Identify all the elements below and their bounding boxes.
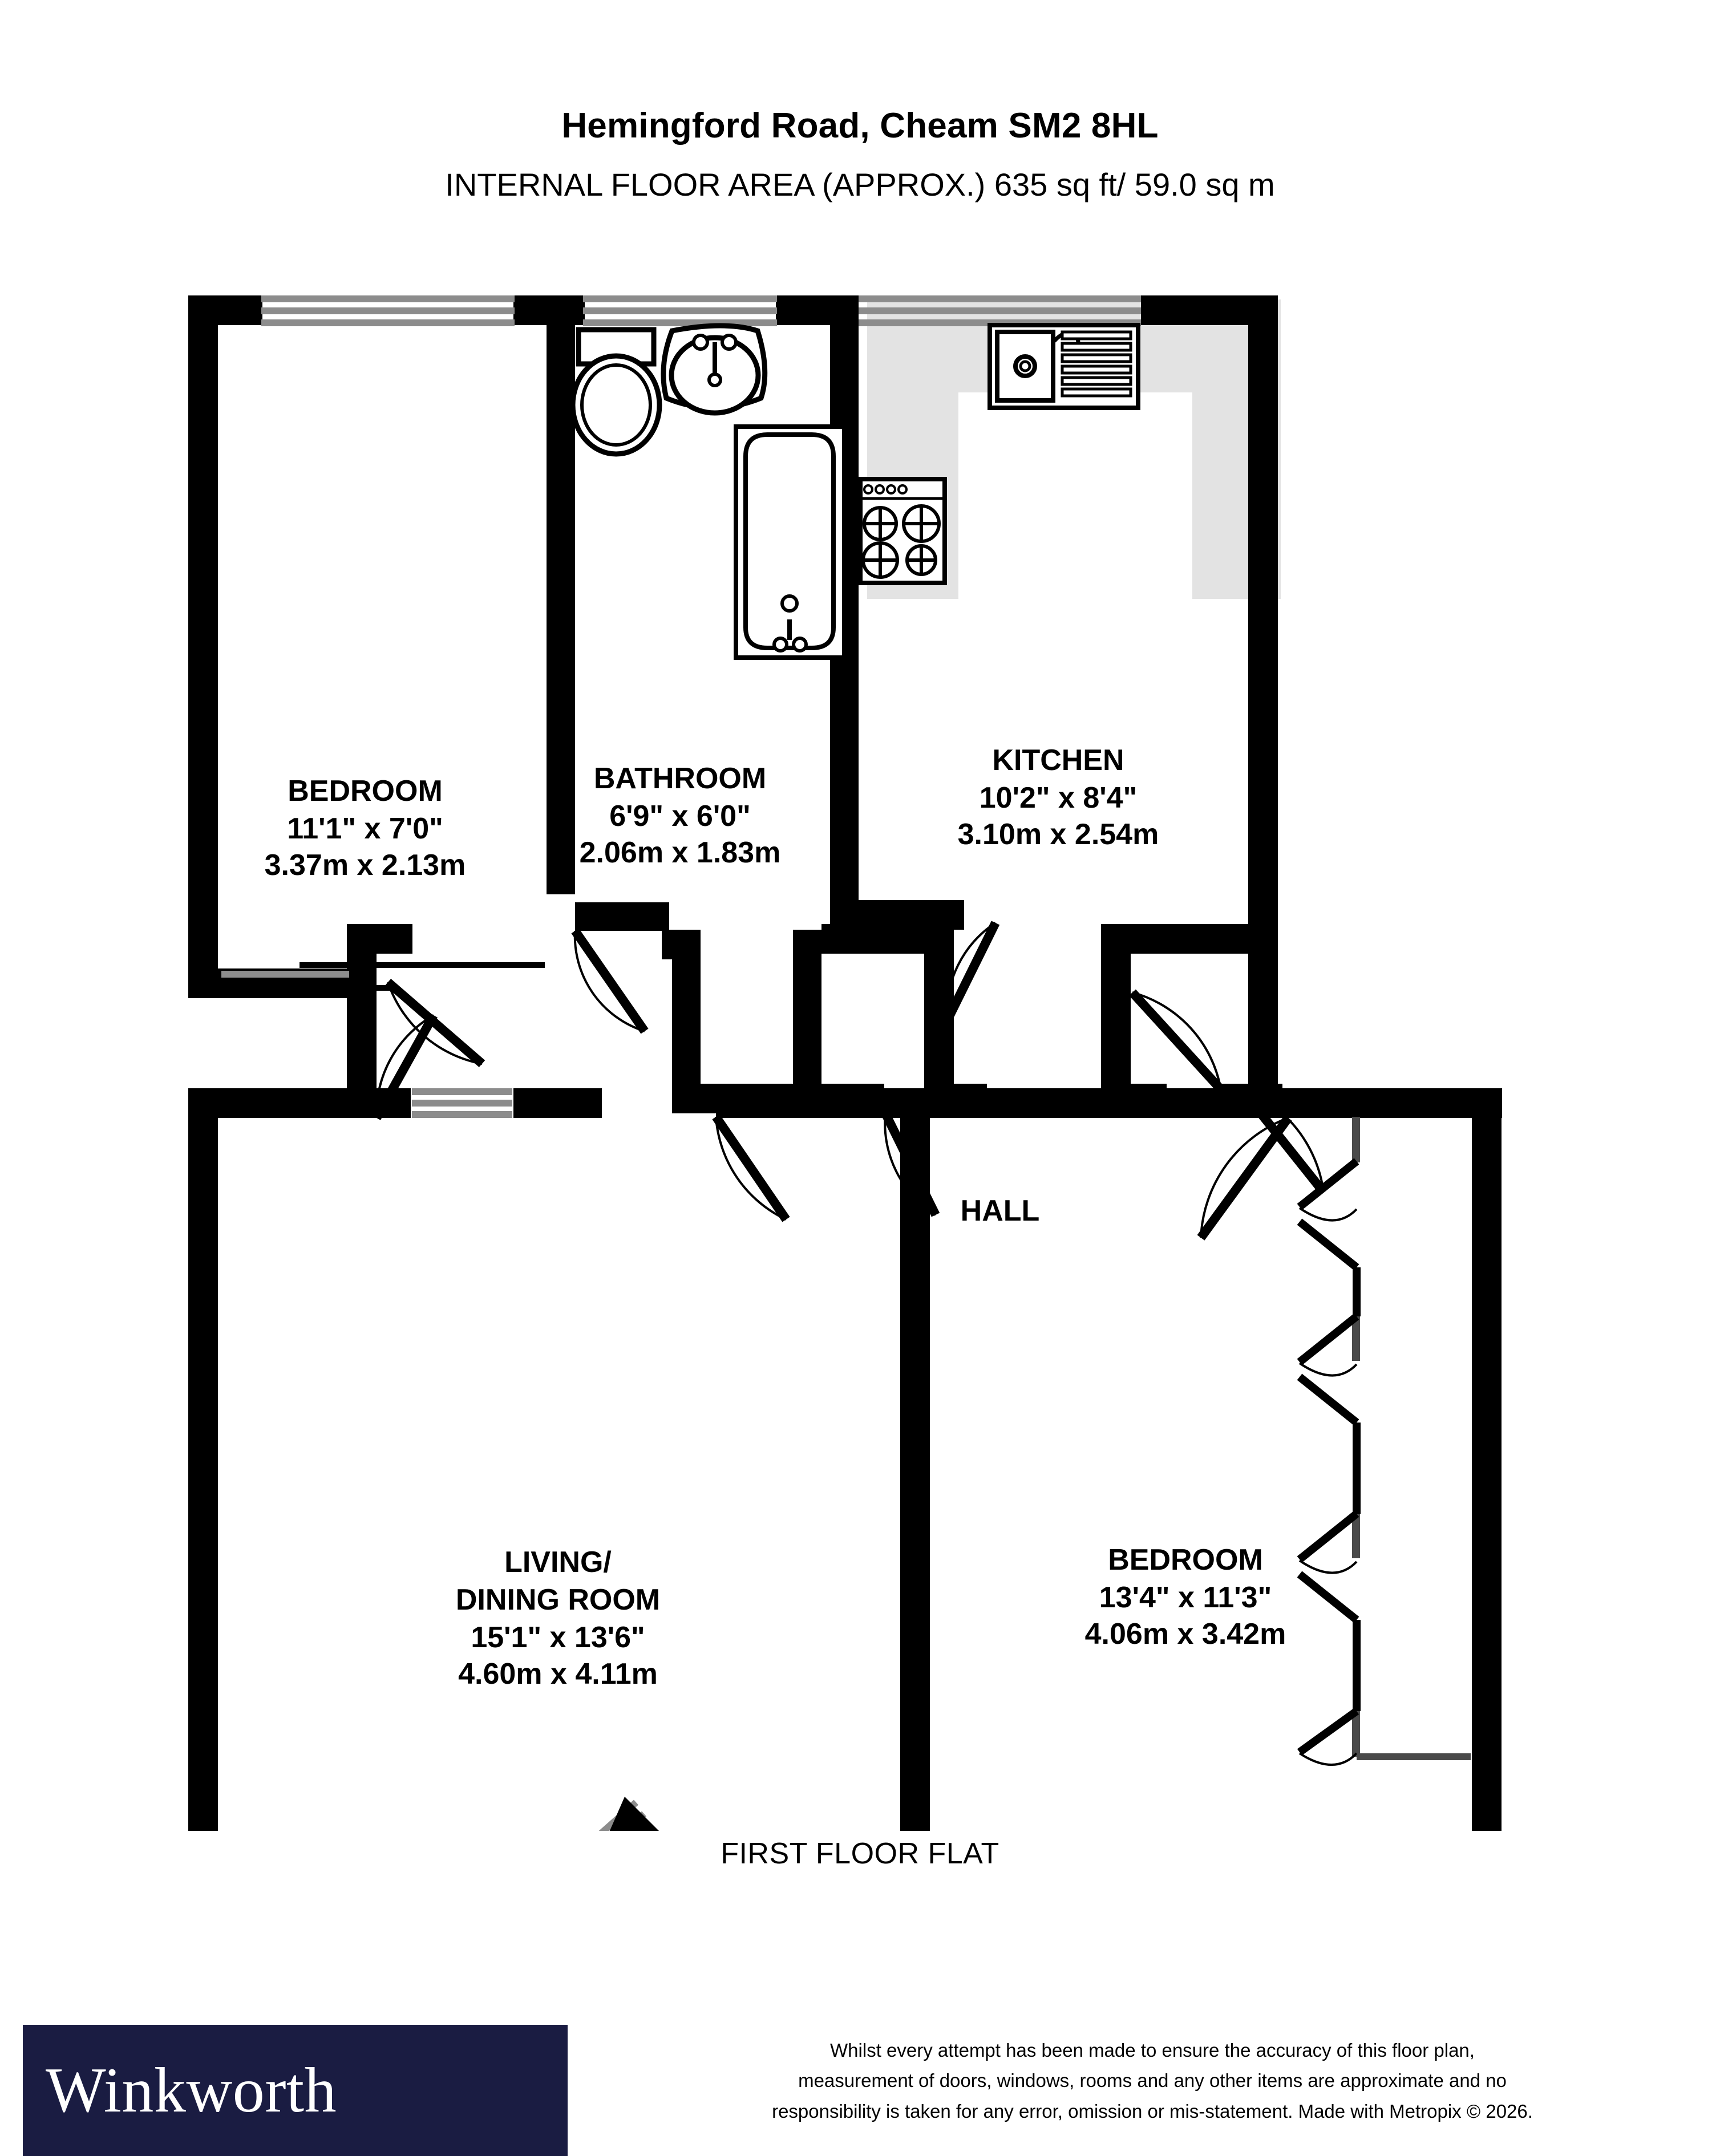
toilet-fixture [570,327,662,457]
winkworth-logo: Winkworth [23,2025,568,2156]
room-label-kitchen: KITCHEN 10'2" x 8'4" 3.10m x 2.54m [958,744,1159,851]
door-hall-cupboard-left [881,1111,940,1217]
room-name-living-line-2: DINING ROOM [456,1583,660,1616]
room-imperial-bedroom-2: 13'4" x 11'3" [1099,1581,1272,1614]
wall-structure [188,295,1502,1831]
floor-caption: FIRST FLOOR FLAT [721,1837,999,1870]
room-metric-bedroom-2: 4.06m x 3.42m [1085,1618,1286,1651]
floor-plan-drawing: BEDROOM 11'1" x 7'0" 3.37m x 2.13m BATHR… [0,268,1720,1831]
room-metric-bathroom: 2.06m x 1.83m [580,836,781,869]
disclaimer-line-3: responsibility is taken for any error, o… [772,2100,1533,2122]
room-label-living-dining-room: LIVING/ DINING ROOM 15'1" x 13'6" 4.60m … [456,1546,660,1691]
door-group [373,921,1328,1241]
room-name-hall: HALL [961,1194,1040,1227]
room-label-hall: HALL [961,1194,1040,1227]
window-hall-left [412,1088,512,1118]
disclaimer-line-1: Whilst every attempt has been made to en… [830,2040,1475,2061]
window-bathroom [583,295,777,326]
door-hall-entrance [1237,1085,1328,1195]
page-title: Hemingford Road, Cheam SM2 8HL [561,106,1159,145]
door-bedroom-1-lower [373,1013,438,1120]
door-bedroom-1-upper [385,978,485,1068]
room-name-bedroom-1: BEDROOM [288,775,443,808]
room-metric-bedroom-1: 3.37m x 2.13m [265,849,466,882]
door-kitchen [942,921,1000,1023]
room-metric-kitchen: 3.10m x 2.54m [958,818,1159,851]
room-name-kitchen: KITCHEN [992,744,1124,777]
floor-area-subtitle: INTERNAL FLOOR AREA (APPROX.) 635 sq ft/… [445,167,1275,202]
room-imperial-bathroom: 6'9" x 6'0" [609,800,751,833]
bifold-wardrobe-doors [1297,1117,1471,1766]
room-imperial-living: 15'1" x 13'6" [471,1621,645,1654]
door-hall-cupboard-right [1129,989,1224,1093]
room-name-living-line-1: LIVING/ [504,1546,612,1579]
room-label-bathroom: BATHROOM 6'9" x 6'0" 2.06m x 1.83m [580,762,781,869]
kitchen-sink-fixture [988,323,1140,410]
room-imperial-kitchen: 10'2" x 8'4" [980,781,1137,814]
room-metric-living: 4.60m x 4.11m [458,1657,658,1691]
room-name-bathroom: BATHROOM [594,762,766,795]
kitchen-worktop-band [867,299,1281,599]
window-living-bay [598,1800,654,1831]
room-label-bedroom-1: BEDROOM 11'1" x 7'0" 3.37m x 2.13m [265,775,466,882]
bay-window-jambs [609,1797,659,1831]
door-living-room [712,1114,790,1222]
brand-name: Winkworth [46,2055,337,2126]
disclaimer-line-2: measurement of doors, windows, rooms and… [798,2070,1507,2092]
bath-tub-fixture [734,424,847,660]
room-label-group: BEDROOM 11'1" x 7'0" 3.37m x 2.13m BATHR… [265,744,1286,1691]
cupboard-shelf-lines [234,962,545,991]
wash-basin-fixture [661,323,768,416]
page-footer: Winkworth Whilst every attempt has been … [0,2008,1720,2156]
room-label-bedroom-2: BEDROOM 13'4" x 11'3" 4.06m x 3.42m [1085,1543,1286,1651]
door-bathroom [571,928,649,1034]
window-bedroom-1 [261,295,515,326]
room-imperial-bedroom-1: 11'1" x 7'0" [287,812,443,845]
room-name-bedroom-2: BEDROOM [1108,1543,1263,1577]
disclaimer-text: Whilst every attempt has been made to en… [616,2035,1689,2126]
plan-header: Hemingford Road, Cheam SM2 8HL INTERNAL … [0,0,1720,201]
hob-cooker-fixture [858,477,947,585]
